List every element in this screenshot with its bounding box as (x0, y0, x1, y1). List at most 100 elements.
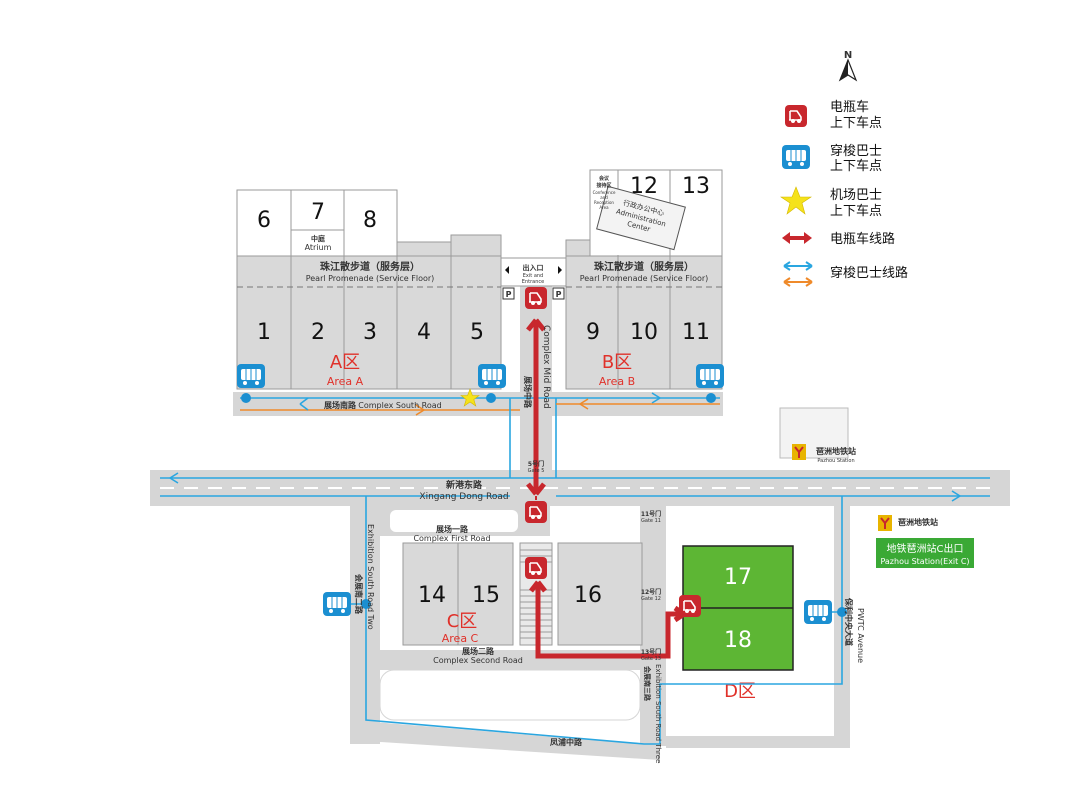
metro-station-2-cn: 琶洲地铁站 (898, 517, 938, 527)
area-d-cn: D区 (724, 681, 756, 702)
atrium-en: Atrium (305, 243, 332, 252)
gate-11-cn: 11号门 (641, 510, 661, 518)
conf-en4: Area (599, 205, 609, 210)
road-exh-south3-en: Exhibition South Road Three (654, 664, 662, 763)
hall-2: 2 (311, 320, 325, 345)
road-complex-mid-cn: 展场中路 (523, 375, 533, 409)
metro-station-2: 琶洲地铁站 (878, 515, 938, 531)
exit-label-en2: Entrance (522, 279, 544, 285)
metro-station-1-cn: 琶洲地铁站 (816, 446, 856, 456)
road-fengpu-cn: 凤浦中路 (550, 737, 583, 747)
area-b-cn: B区 (602, 352, 632, 373)
metro-exit-c-cn: 地铁琶洲站C出口 (887, 542, 964, 555)
conf-cn2: 接待区 (595, 182, 611, 189)
legend-shuttle-route: 穿梭巴士线路 (830, 265, 908, 281)
gate-11-en: Gate 11 (641, 518, 661, 524)
legend-cart-route-icon (782, 232, 812, 244)
atrium-cn: 中庭 (311, 234, 326, 243)
hall-12: 12 (630, 174, 658, 199)
orange-route-b (556, 398, 720, 410)
hall-9: 9 (586, 320, 600, 345)
road-second-en: Complex Second Road (433, 656, 523, 665)
area-a-complex (236, 189, 502, 390)
cart-stop-icon (678, 594, 702, 618)
cart-stop-icon (524, 556, 548, 580)
road-exh-south2-en: Exhibition South Road Two (366, 524, 375, 630)
area-c-en: Area C (442, 632, 479, 645)
road-xingang-en: Xingang Dong Road (419, 492, 508, 502)
area-a-en: Area A (327, 375, 364, 388)
gate-5-cn: 5号门 (528, 460, 544, 468)
compass-label: N (844, 50, 852, 61)
airport-bus-star-icon (460, 388, 480, 407)
conf-cn1: 会议 (598, 175, 610, 182)
route-dot (361, 599, 371, 609)
road-first-en: Complex First Road (413, 534, 490, 543)
svg-text:P: P (556, 290, 562, 299)
area-b-en: Area B (599, 375, 635, 388)
conf-en2: and (600, 195, 608, 200)
metro-exit-c-en: Pazhou Station(Exit C) (880, 557, 969, 566)
legend: 电瓶车 上下车点 穿梭巴士 上下车点 机场巴士 上下车点 电瓶车线路 穿梭巴士线… (780, 99, 908, 287)
road-complex-mid-en: Complex Mid Road (541, 325, 551, 409)
cart-stop-icon (524, 286, 548, 310)
exit-label-cn: 出入口 (523, 263, 544, 272)
metro-exit-c: 地铁琶洲站C出口 Pazhou Station(Exit C) (876, 538, 974, 568)
hall-16: 16 (574, 583, 602, 608)
hall-10: 10 (630, 320, 658, 345)
promenade-b-cn: 珠江散步道（服务层） (594, 260, 694, 273)
area-c-complex (402, 542, 643, 646)
legend-star-icon (780, 186, 812, 215)
area-c-cn: C区 (447, 611, 478, 632)
road-xingang-cn: 新港东路 (446, 479, 483, 491)
road-pwtc-en: PWTC Avenue (856, 608, 865, 663)
gate-12-en: Gate 12 (641, 596, 661, 602)
hall-6: 6 (257, 208, 271, 233)
legend-airport-line1: 机场巴士 (830, 188, 882, 203)
legend-shuttle-stop-line2: 上下车点 (830, 158, 882, 174)
road-second-cn: 展场二路 (461, 646, 495, 656)
cart-route (526, 318, 686, 659)
hall-18: 18 (724, 628, 752, 653)
conf-en3: Reception (594, 200, 614, 205)
legend-cart-stop-icon (784, 104, 808, 128)
road-exh-south2-cn: 会展南二路 (354, 574, 364, 615)
route-dot (706, 393, 716, 403)
hall-7: 7 (311, 200, 325, 225)
area-a-cn: A区 (330, 352, 360, 373)
shuttle-routes (160, 392, 990, 745)
route-dot (837, 607, 847, 617)
conference-area: 会议 接待区 Conference and Reception Area (593, 175, 616, 210)
legend-cart-stop-line2: 上下车点 (830, 115, 882, 131)
hall-15: 15 (472, 583, 500, 608)
legend-cart-stop-line1: 电瓶车 (830, 99, 869, 115)
route-dot (486, 393, 496, 403)
route-dot (241, 393, 251, 403)
conf-en1: Conference (593, 190, 616, 195)
gate-5-en: Gate 5 (528, 468, 545, 474)
legend-shuttle-stop-line1: 穿梭巴士 (830, 143, 882, 159)
metro-station-1-en: Pazhou Station (817, 458, 854, 464)
legend-cart-route: 电瓶车线路 (830, 231, 895, 247)
gate-12-cn: 12号门 (641, 588, 661, 596)
hall-5: 5 (470, 320, 484, 345)
hall-11: 11 (682, 320, 710, 345)
exit-label-en1: Exit and (523, 273, 543, 279)
north-compass-icon: N (838, 50, 858, 82)
road-complex-south-en: Complex South Road (358, 401, 442, 410)
bus-stop-icon (803, 599, 833, 625)
bus-stop-icon (695, 363, 725, 389)
cart-stop-icon (524, 500, 548, 524)
metro-station-1: 琶洲地铁站 Pazhou Station (792, 444, 856, 464)
exit-entrance: 出入口 Exit and Entrance (500, 257, 567, 287)
hall-17: 17 (724, 565, 752, 590)
road-complex-south-cn: 展场南路 (323, 400, 357, 410)
hall-1: 1 (257, 320, 271, 345)
road-first-cn: 展场一路 (435, 524, 469, 534)
hall-13: 13 (682, 174, 710, 199)
gate-13-cn: 13号门 (641, 648, 661, 656)
road-exh-south3-cn: 会展南三路 (643, 666, 652, 702)
bus-stop-icon (477, 363, 507, 389)
hall-4: 4 (417, 320, 431, 345)
promenade-a-en: Pearl Promenade (Service Floor) (306, 274, 435, 283)
